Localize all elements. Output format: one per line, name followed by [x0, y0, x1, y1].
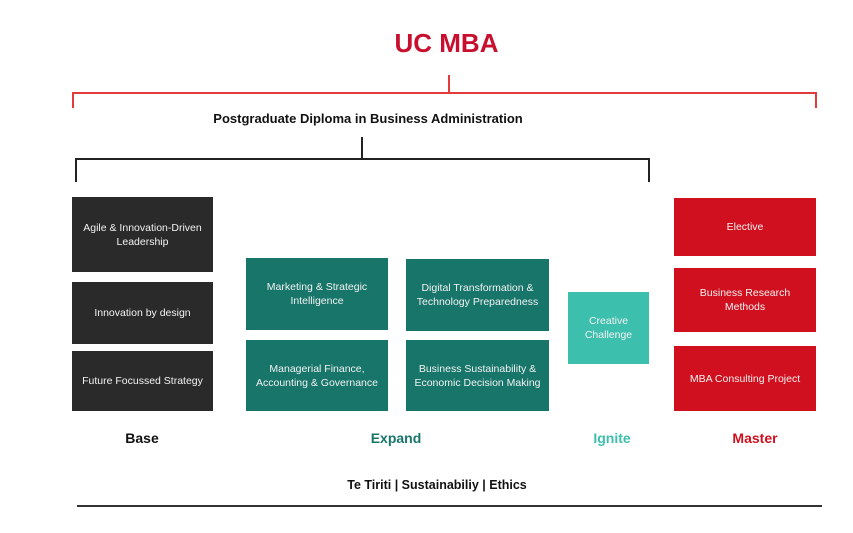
- diploma-heading: Postgraduate Diploma in Business Adminis…: [213, 111, 523, 126]
- black-bracket-stem: [361, 137, 363, 160]
- course-box: Marketing & Strategic Intelligence: [246, 258, 388, 330]
- red-bracket-bar: [72, 92, 817, 94]
- course-box: Managerial Finance, Accounting & Governa…: [246, 340, 388, 411]
- course-box: Elective: [674, 198, 816, 256]
- black-bracket-left: [75, 158, 77, 182]
- course-box: Digital Transformation & Technology Prep…: [406, 259, 549, 331]
- course-box: Business Sustainability & Economic Decis…: [406, 340, 549, 411]
- black-bracket-right: [648, 158, 650, 182]
- course-box: Innovation by design: [72, 282, 213, 344]
- footer-values: Te Tiriti | Sustainabiliy | Ethics: [347, 478, 527, 492]
- black-bracket-bar: [75, 158, 650, 160]
- course-box: Agile & Innovation-Driven Leadership: [72, 197, 213, 272]
- stage-label-expand: Expand: [370, 430, 422, 446]
- diagram-title: UC MBA: [394, 28, 499, 58]
- course-box: MBA Consulting Project: [674, 346, 816, 411]
- stage-label-ignite: Ignite: [593, 430, 631, 446]
- course-box: Future Focussed Strategy: [72, 351, 213, 411]
- red-bracket-right: [815, 92, 817, 108]
- stage-label-base: Base: [125, 430, 159, 446]
- course-box: Creative Challenge: [568, 292, 649, 364]
- footer-divider: [77, 505, 822, 507]
- red-bracket-stem: [448, 75, 450, 94]
- course-box: Business Research Methods: [674, 268, 816, 332]
- stage-label-master: Master: [732, 430, 778, 446]
- red-bracket-left: [72, 92, 74, 108]
